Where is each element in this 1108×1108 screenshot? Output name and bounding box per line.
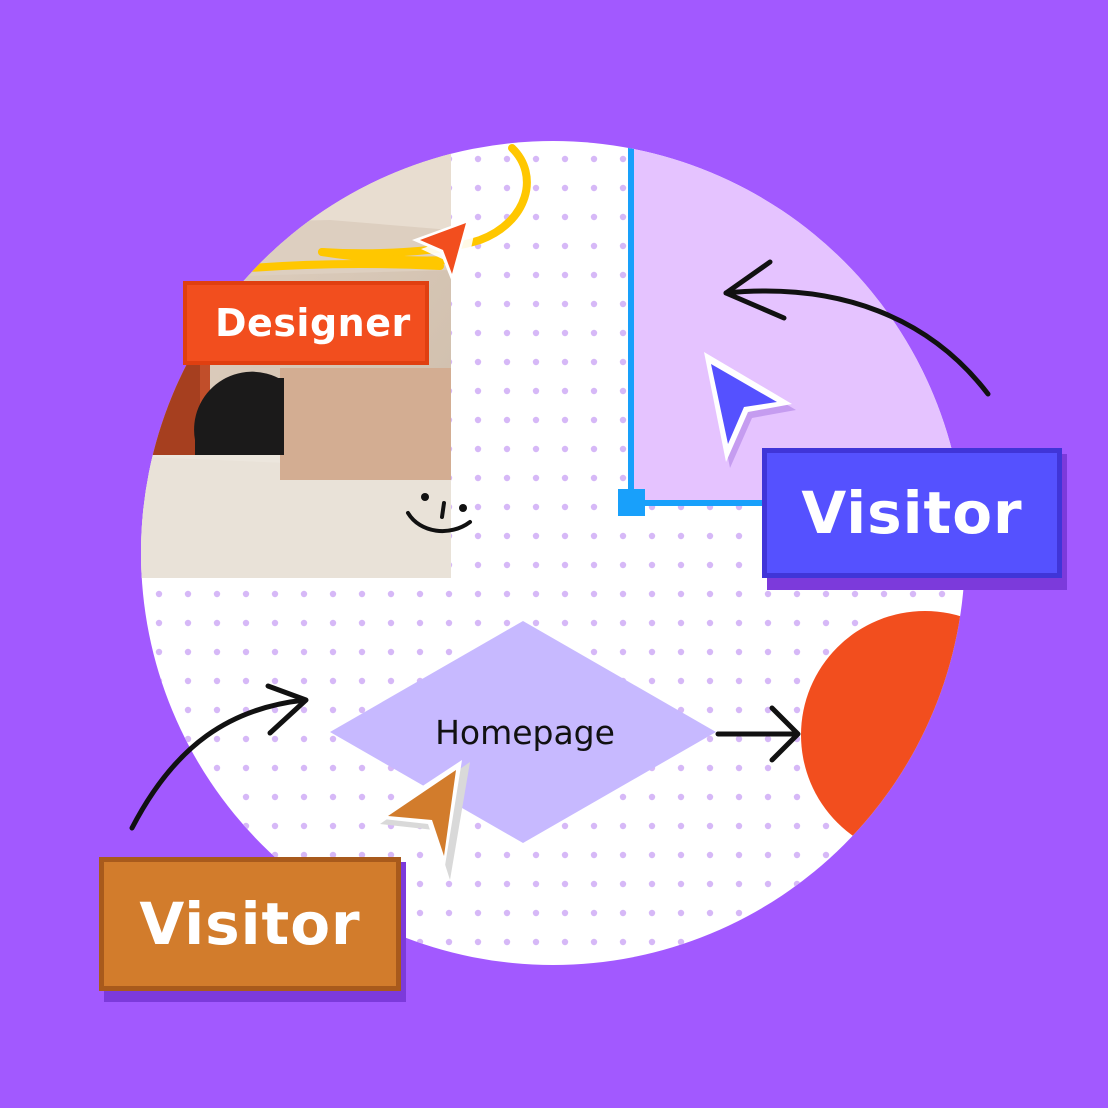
designer-name-tag: Designer (183, 281, 429, 365)
straight-arrow-icon (715, 705, 801, 763)
curved-arrow-icon (129, 683, 309, 831)
resize-handle[interactable] (618, 489, 645, 516)
visitor-orange-cursor-icon (374, 760, 470, 880)
visitor-name-tag-orange: Visitor (99, 857, 401, 991)
scribble-icon (246, 144, 531, 272)
visitor-blue-cursor-icon (704, 352, 796, 468)
red-shape (801, 611, 965, 859)
visitor-name-tag-blue: Visitor (762, 448, 1062, 578)
smiley-doodle-icon (406, 493, 472, 534)
curved-arrow-icon (723, 259, 991, 397)
homepage-node-label: Homepage (435, 712, 615, 752)
designer-cursor-icon (412, 219, 475, 295)
